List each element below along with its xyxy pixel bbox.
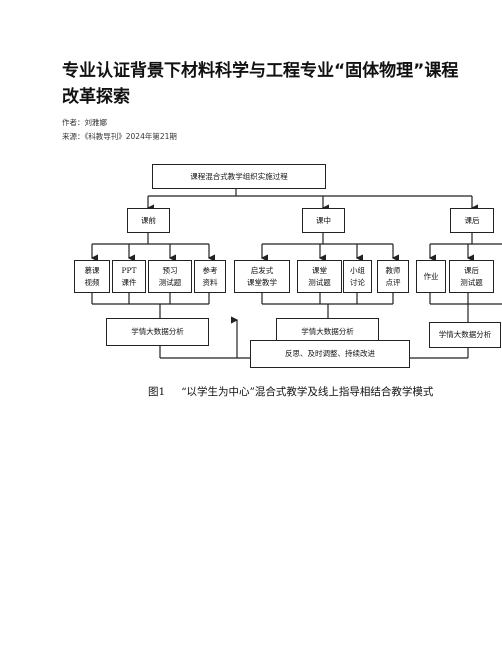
pre-item: 参考 资料 (194, 260, 226, 293)
pre-item: 预习 测试题 (148, 260, 192, 293)
pre-item: 慕课 视频 (74, 260, 110, 293)
in-item: 教师 点评 (377, 260, 409, 293)
stage-pre: 课前 (127, 208, 170, 233)
feedback-box: 反思、及时调整、持续改进 (250, 340, 410, 368)
in-item: 课堂 测试题 (297, 260, 342, 293)
in-item: 启发式 课堂教学 (234, 260, 290, 293)
diagram-top-box: 课程混合式教学组织实施过程 (152, 164, 326, 189)
figure-label: 图1 (148, 386, 166, 398)
analysis-box: 学情大数据分析 (106, 318, 209, 346)
analysis-box: 学情大数据分析 (429, 322, 501, 348)
pre-item: PPT 课件 (112, 260, 146, 293)
diagram-connectors (90, 189, 502, 359)
post-item: 作业 (416, 260, 446, 293)
figure-caption-text: “以学生为中心”混合式教学及线上指导相结合教学模式 (181, 386, 434, 398)
article-title: 专业认证背景下材料科学与工程专业“固体物理”课程改革探索 (62, 61, 459, 107)
in-item: 小组 讨论 (343, 260, 372, 293)
figure-caption: 图1 “以学生为中心”混合式教学及线上指导相结合教学模式 (148, 384, 433, 399)
post-item: 课后 测试题 (449, 260, 494, 293)
stage-post: 课后 (450, 208, 494, 233)
article-author: 作者：刘雅娜 (62, 118, 107, 127)
article-source: 来源：《科教导刊》2024年第21期 (62, 132, 177, 141)
teaching-flow-diagram: 课程混合式教学组织实施过程 课前 课中 课后 慕课 视频 PPT 课件 预习 测… (0, 150, 502, 380)
stage-in: 课中 (302, 208, 345, 233)
